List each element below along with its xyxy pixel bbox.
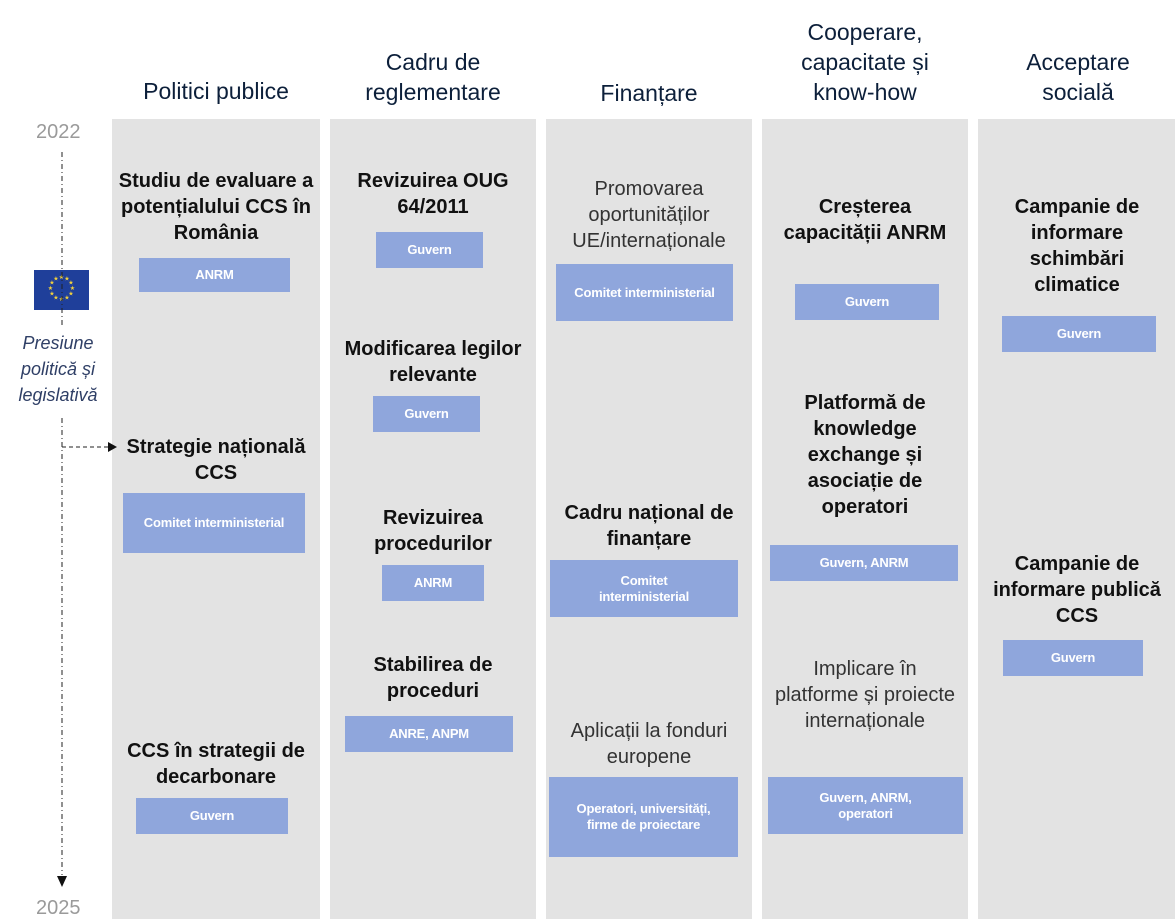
item-title-platforma: Platformă de knowledge exchange și asoci… xyxy=(804,392,926,518)
column-heading-cooperare: Cooperare, capacitate și know-how xyxy=(801,19,929,105)
owner-tag-platforma: Guvern, ANRM xyxy=(770,545,958,581)
owner-tag-promovarea: Comitet interministerial xyxy=(556,264,733,321)
column-heading-finantare: Finanțare xyxy=(600,80,698,106)
svg-text:★: ★ xyxy=(53,295,58,302)
end-year: 2025 xyxy=(36,897,81,919)
pressure-label: Presiune politică și legislativă xyxy=(18,333,98,405)
item-title-decarbonare: CCS în strategii de decarbonare xyxy=(127,740,305,788)
pressure-connector-arrow xyxy=(108,442,117,452)
owner-tag-cadru-national: Comitet interministerial xyxy=(550,560,738,617)
svg-text:★: ★ xyxy=(59,274,64,281)
item-title-implicare: Implicare în platforme și proiecte inter… xyxy=(774,658,956,732)
svg-text:★: ★ xyxy=(68,291,73,298)
owner-tag-decarbonare: Guvern xyxy=(136,798,288,834)
owner-tag-implicare: Guvern, ANRM, operatori xyxy=(768,777,963,834)
owner-tag-informare-publica: Guvern xyxy=(1003,640,1143,676)
start-year: 2022 xyxy=(36,121,81,143)
column-bg-acceptare xyxy=(978,119,1175,919)
svg-text:★: ★ xyxy=(53,276,58,283)
svg-text:★: ★ xyxy=(49,291,54,298)
owner-tag-stabilirea: ANRE, ANPM xyxy=(345,716,513,752)
svg-text:★: ★ xyxy=(49,280,54,287)
svg-text:★: ★ xyxy=(64,276,69,283)
item-title-promovarea: Promovarea oportunităților UE/internațio… xyxy=(572,178,726,252)
item-title-stabilirea: Stabilirea de proceduri xyxy=(373,654,493,702)
owner-tag-capacitatea: Guvern xyxy=(795,284,939,320)
column-heading-acceptare: Acceptare socială xyxy=(1026,49,1130,105)
column-heading-cadru: Cadru de reglementare xyxy=(365,49,501,105)
item-title-informare-publica: Campanie de informare publică CCS xyxy=(993,553,1161,627)
item-title-revizuirea-procedurilor: Revizuirea procedurilor xyxy=(374,507,492,555)
owner-tag-legi: Guvern xyxy=(373,396,480,432)
item-title-legi: Modificarea legilor relevante xyxy=(344,338,522,386)
svg-text:★: ★ xyxy=(48,285,53,292)
column-heading-politici: Politici publice xyxy=(143,78,289,104)
svg-text:★: ★ xyxy=(64,295,69,302)
owner-tag-strategie: Comitet interministerial xyxy=(123,493,305,553)
timeline-arrow-down xyxy=(57,876,67,887)
item-title-schimbari-climatice: Campanie de informare schimbări climatic… xyxy=(1014,196,1140,296)
item-title-cadru-national: Cadru național de finanțare xyxy=(564,502,734,550)
item-title-capacitatea: Creșterea capacității ANRM xyxy=(783,196,947,244)
svg-text:★: ★ xyxy=(70,285,75,292)
owner-tag-aplicatii: Operatori, universități, firme de proiec… xyxy=(549,777,738,857)
owner-tag-revizuirea-procedurilor: ANRM xyxy=(382,565,484,601)
owner-tag-studiu: ANRM xyxy=(139,258,290,292)
svg-text:★: ★ xyxy=(68,280,73,287)
owner-tag-schimbari-climatice: Guvern xyxy=(1002,316,1156,352)
item-title-strategie: Strategie națională CCS xyxy=(126,436,306,484)
owner-tag-oug: Guvern xyxy=(376,232,483,268)
item-title-studiu: Studiu de evaluare a potențialului CCS î… xyxy=(118,170,314,244)
item-title-aplicatii: Aplicații la fonduri europene xyxy=(570,720,728,768)
item-title-oug: Revizuirea OUG 64/2011 xyxy=(357,170,509,218)
